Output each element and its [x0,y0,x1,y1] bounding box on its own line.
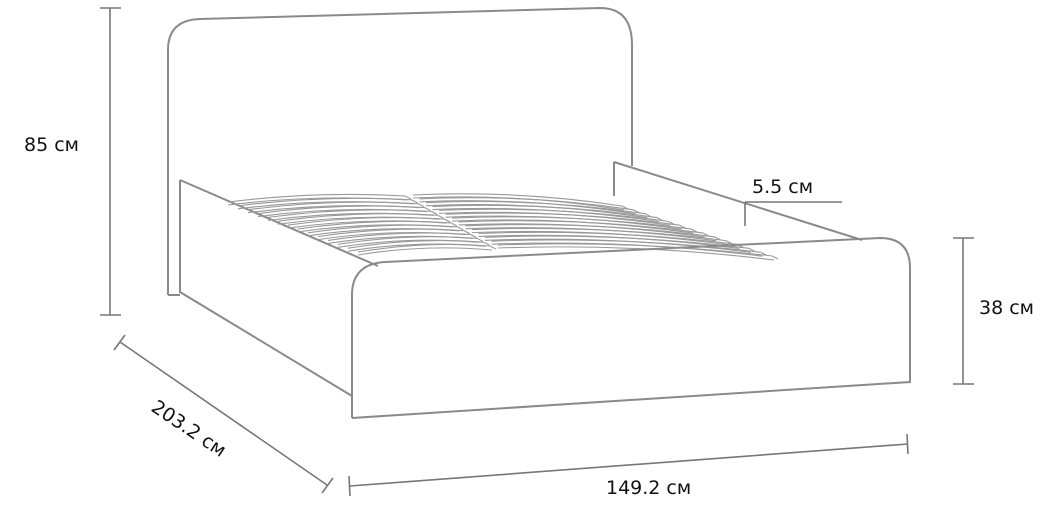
right-side-rail [613,161,863,241]
left-side-rail [179,179,379,397]
dimension-width: 149.2 см [348,433,909,499]
slats [227,193,779,261]
slat-left [357,243,497,256]
slat-height-label: 5.5 см [752,176,813,198]
dimension-slat-height: 5.5 см [744,176,842,226]
footboard [351,236,911,419]
dimension-footboard-height: 38 см [953,237,1034,385]
slat-left [347,240,490,252]
length-label: 203.2 см [147,396,230,462]
dimension-length: 203.2 см [113,334,334,494]
footboard-height-label: 38 см [979,297,1034,319]
dimension-height: 85 см [24,7,121,316]
bed-drawing [167,6,911,419]
height-label: 85 см [24,134,79,156]
slat-right [497,243,779,261]
headboard [167,6,633,296]
width-label: 149.2 см [606,477,691,499]
